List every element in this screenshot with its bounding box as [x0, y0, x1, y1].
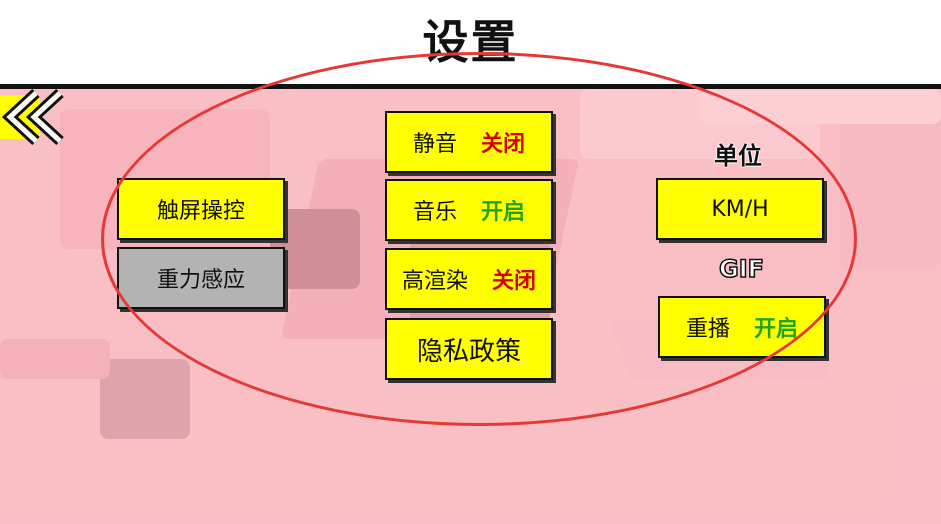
mute-state: 关闭 [481, 132, 526, 157]
gif-replay-label: 重播 [685, 317, 730, 342]
gif-replay-state: 开启 [754, 317, 799, 342]
music-toggle-button[interactable]: 音乐 开启 [385, 179, 553, 241]
units-heading: 单位 [714, 142, 762, 170]
touch-control-button[interactable]: 触屏操控 [117, 178, 285, 240]
units-button[interactable]: KM/H [656, 178, 824, 240]
music-state: 开启 [481, 200, 526, 225]
page-title: 设置 [422, 15, 519, 69]
units-value: KM/H [711, 196, 769, 222]
gif-heading: GIF [718, 254, 765, 284]
privacy-policy-button[interactable]: 隐私政策 [385, 318, 553, 380]
gravity-sensor-button[interactable]: 重力感应 [117, 247, 285, 309]
gravity-sensor-label: 重力感应 [156, 268, 245, 293]
music-label: 音乐 [412, 200, 457, 225]
title-bar: 设置 [0, 0, 941, 86]
mute-label: 静音 [412, 132, 457, 157]
hd-render-label: 高渲染 [401, 269, 468, 294]
hd-render-state: 关闭 [492, 269, 537, 294]
touch-control-label: 触屏操控 [156, 199, 245, 224]
double-chevron-left-icon [0, 88, 64, 146]
mute-toggle-button[interactable]: 静音 关闭 [385, 111, 553, 173]
hd-render-toggle-button[interactable]: 高渲染 关闭 [385, 248, 553, 310]
back-button[interactable] [0, 88, 66, 149]
gif-replay-toggle-button[interactable]: 重播 开启 [658, 296, 826, 358]
privacy-policy-label: 隐私政策 [416, 336, 521, 367]
header-divider [0, 84, 941, 89]
